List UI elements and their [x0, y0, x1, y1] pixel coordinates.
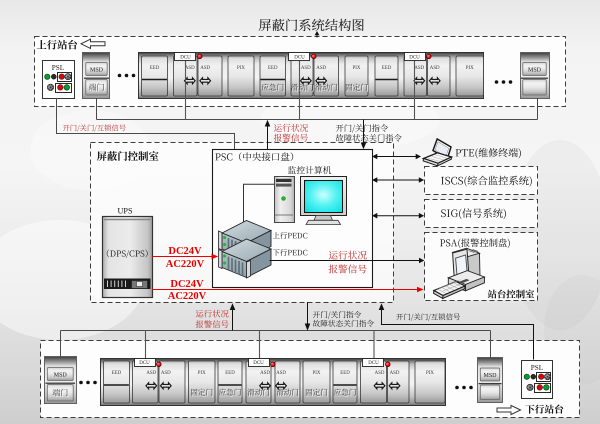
svg-text:DC24V: DC24V	[170, 279, 204, 290]
svg-text:DCU: DCU	[294, 55, 305, 60]
svg-text:EED: EED	[382, 66, 392, 71]
svg-text:EED: EED	[112, 371, 122, 376]
svg-text:EED: EED	[150, 66, 160, 71]
svg-text:DCU: DCU	[180, 55, 191, 60]
svg-text:DC24V: DC24V	[168, 246, 202, 257]
svg-text:PIX: PIX	[426, 371, 434, 376]
svg-text:ASD: ASD	[414, 66, 424, 71]
svg-text:AC220V: AC220V	[168, 291, 207, 302]
svg-text:DCU: DCU	[139, 361, 150, 366]
svg-text:EED: EED	[225, 371, 235, 376]
svg-text:EED: EED	[268, 66, 278, 71]
svg-text:ASD: ASD	[430, 66, 440, 71]
svg-text:ASD: ASD	[200, 66, 210, 71]
svg-text:MSD: MSD	[528, 67, 542, 73]
svg-text:ASD: ASD	[260, 371, 270, 376]
svg-text:MSD: MSD	[483, 373, 497, 379]
svg-text:UPS: UPS	[117, 207, 132, 216]
svg-text:PIX: PIX	[198, 371, 206, 376]
svg-text:PSL: PSL	[52, 64, 64, 72]
svg-text:DCU: DCU	[409, 55, 420, 60]
svg-text:MSD: MSD	[90, 67, 104, 73]
svg-text:ASD: ASD	[301, 66, 311, 71]
svg-text:ASD: ASD	[276, 371, 286, 376]
svg-text:ASD: ASD	[375, 371, 385, 376]
svg-text:ASD: ASD	[185, 66, 195, 71]
svg-text:PIX: PIX	[237, 66, 245, 71]
svg-text:PIX: PIX	[466, 66, 474, 71]
svg-text:DCU: DCU	[253, 361, 264, 366]
svg-text:PIX: PIX	[313, 371, 321, 376]
svg-text:ASD: ASD	[146, 371, 156, 376]
svg-text:ASD: ASD	[316, 66, 326, 71]
svg-text:MSD: MSD	[54, 372, 68, 378]
svg-text:AC220V: AC220V	[166, 259, 205, 270]
svg-text:ASD: ASD	[390, 371, 400, 376]
svg-text:DCU: DCU	[368, 361, 379, 366]
svg-text:ASD: ASD	[161, 371, 171, 376]
svg-text:PSL: PSL	[531, 364, 543, 372]
svg-text:PIX: PIX	[353, 66, 361, 71]
svg-text:EED: EED	[340, 371, 350, 376]
